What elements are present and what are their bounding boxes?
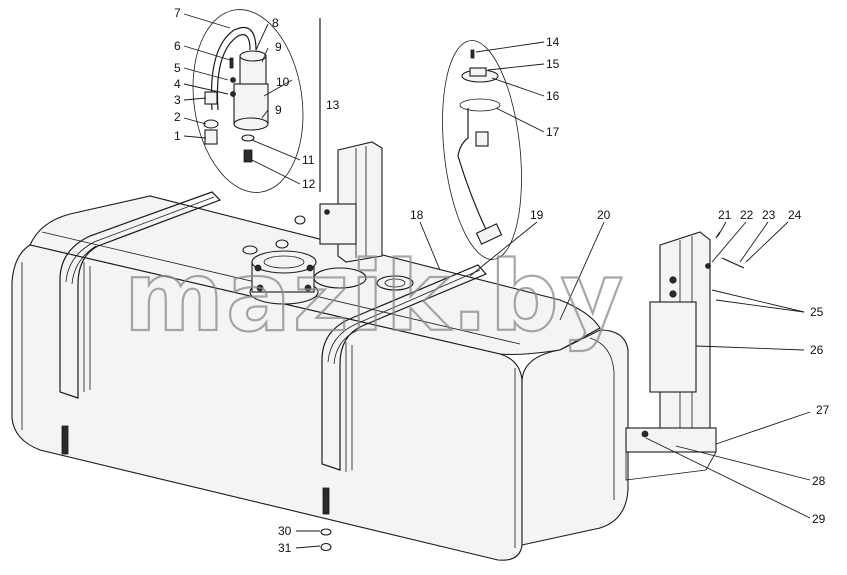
callout-13: 13	[326, 98, 340, 112]
callout-14: 14	[546, 35, 560, 49]
callout-21: 21	[718, 208, 732, 222]
callout-2: 2	[174, 110, 181, 124]
callout-18: 18	[410, 208, 424, 222]
callout-22: 22	[740, 208, 754, 222]
callout-27: 27	[816, 403, 830, 417]
callout-10: 10	[276, 75, 290, 89]
callout-12: 12	[302, 177, 316, 191]
tank-bracket-right	[625, 231, 745, 481]
callout-7: 7	[174, 6, 181, 20]
callout-31: 31	[278, 541, 292, 555]
callout-9-lower: 9	[275, 103, 282, 117]
callout-23: 23	[762, 208, 776, 222]
leader-lines	[183, 13, 811, 549]
watermark-text: mazik.by	[124, 241, 625, 353]
callout-28: 28	[812, 474, 826, 488]
callout-26: 26	[810, 343, 824, 357]
callout-16: 16	[546, 89, 560, 103]
tank-bracket-center	[319, 141, 383, 263]
tank-strap-left	[59, 191, 222, 455]
callout-15: 15	[546, 57, 560, 71]
callout-25: 25	[810, 305, 824, 319]
washer-nut-detail	[320, 528, 332, 552]
callout-11: 11	[302, 153, 315, 167]
callout-1: 1	[174, 129, 181, 143]
callout-20: 20	[597, 208, 611, 222]
callout-30: 30	[278, 524, 292, 538]
callout-24: 24	[788, 208, 802, 222]
callout-6: 6	[174, 39, 181, 53]
callout-29: 29	[812, 512, 826, 526]
callout-4: 4	[174, 77, 181, 91]
callout-8: 8	[272, 16, 279, 30]
callout-17: 17	[546, 125, 560, 139]
callout-19: 19	[530, 208, 544, 222]
callout-3: 3	[174, 93, 181, 107]
top-fittings	[242, 215, 414, 305]
fuel-pump-detail	[192, 9, 304, 193]
callout-9-upper: 9	[275, 40, 282, 54]
callout-labels: 1 2 3 4 5 6 7 8 9 9 10 11 12 13 14 15 16…	[174, 6, 830, 555]
fuel-sender-detail	[442, 40, 522, 260]
callout-5: 5	[174, 61, 181, 75]
tank-strap-right	[321, 264, 488, 515]
